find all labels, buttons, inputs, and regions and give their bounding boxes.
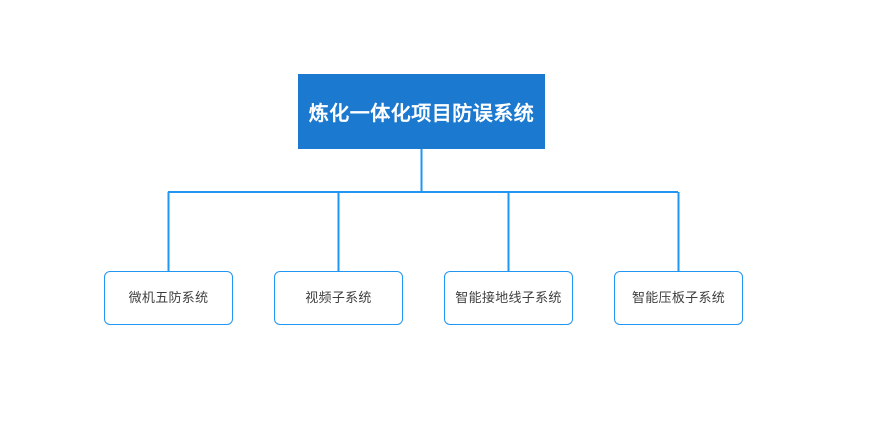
- child-node-label: 微机五防系统: [128, 290, 209, 306]
- child-node-zhinengjiedixian[interactable]: 智能接地线子系统: [444, 271, 573, 325]
- root-node-label: 炼化一体化项目防误系统: [308, 103, 535, 125]
- child-node-label: 视频子系统: [305, 290, 372, 306]
- child-node-zhinengyaban[interactable]: 智能压板子系统: [614, 271, 743, 325]
- child-node-weijiwufang[interactable]: 微机五防系统: [104, 271, 233, 325]
- root-node[interactable]: 炼化一体化项目防误系统: [298, 74, 545, 149]
- child-node-shipin[interactable]: 视频子系统: [274, 271, 403, 325]
- child-node-label: 智能压板子系统: [631, 290, 726, 306]
- child-node-label: 智能接地线子系统: [455, 290, 562, 306]
